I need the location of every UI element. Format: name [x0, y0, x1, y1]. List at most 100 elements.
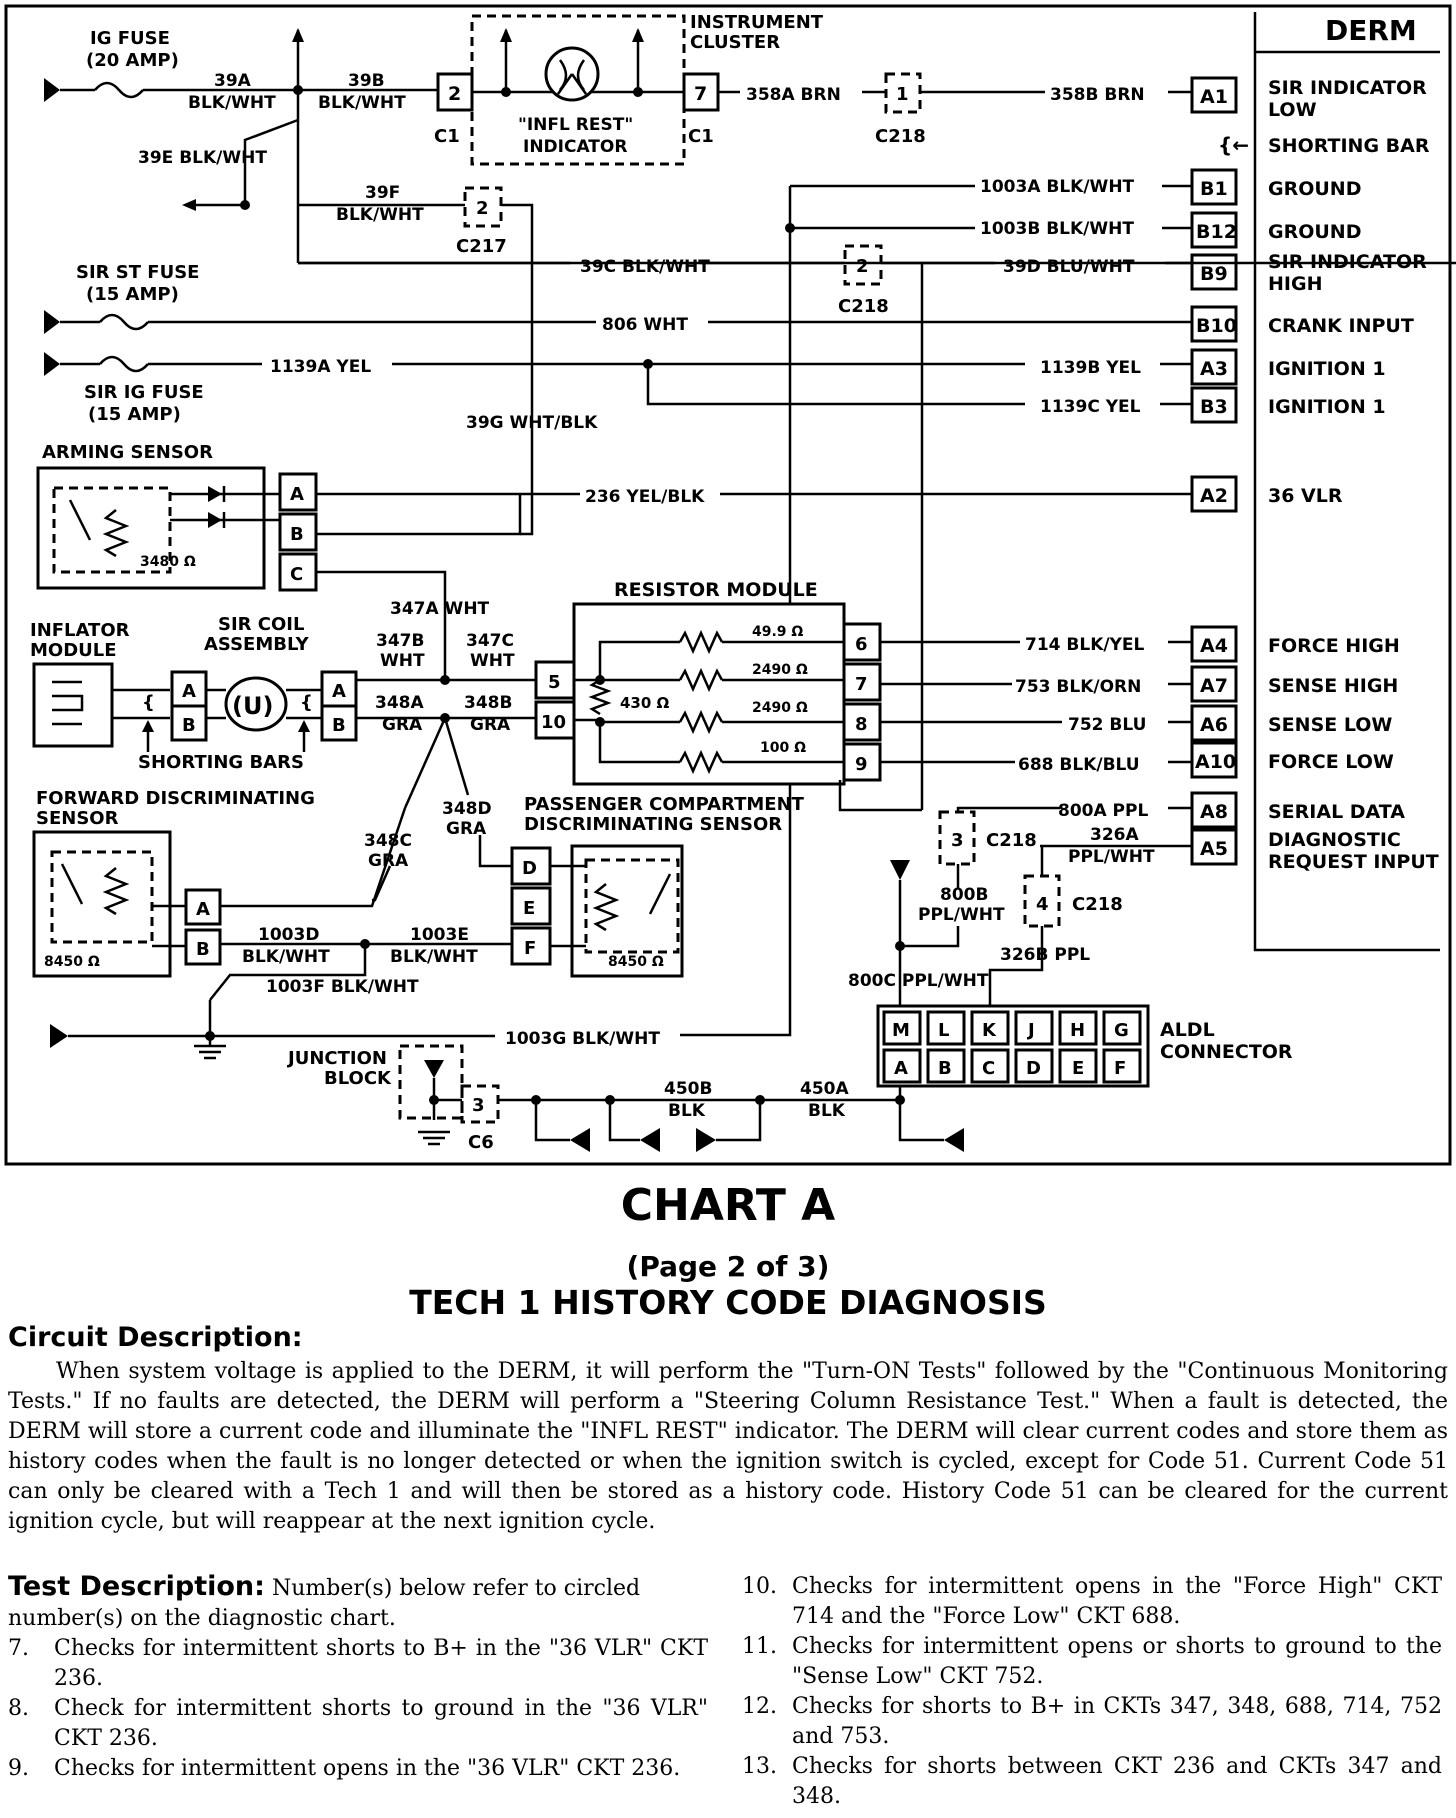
- svg-text:B: B: [290, 524, 304, 545]
- svg-text:8: 8: [855, 714, 868, 735]
- wire-39c: 39C BLK/WHT: [580, 257, 710, 277]
- test-item-13: 13.Checks for shorts between CKT 236 and…: [742, 1754, 1442, 1809]
- wire-800c: 800C PPL/WHT: [848, 971, 989, 991]
- svg-text:A4: A4: [1200, 635, 1228, 657]
- svg-text:(15 AMP): (15 AMP): [86, 284, 179, 305]
- svg-text:C218: C218: [1072, 894, 1123, 915]
- svg-text:B: B: [938, 1058, 952, 1079]
- svg-text:100 Ω: 100 Ω: [760, 740, 806, 756]
- wire-39e: 39E BLK/WHT: [138, 148, 267, 168]
- svg-text:(20 AMP): (20 AMP): [86, 50, 179, 71]
- svg-text:GRA: GRA: [368, 851, 409, 871]
- junction-block-label: JUNCTION: [286, 1048, 387, 1069]
- svg-text:2: 2: [856, 256, 869, 277]
- svg-text:D: D: [522, 858, 537, 879]
- svg-text:A7: A7: [1200, 675, 1228, 697]
- svg-text:49.9 Ω: 49.9 Ω: [752, 624, 803, 640]
- aldl-connector: M L K J H G A B C D E F ALDL CONNECTOR: [876, 1004, 1293, 1088]
- svg-text:G: G: [1114, 1020, 1129, 1041]
- wire-1139b: 1139B YEL: [1040, 358, 1141, 378]
- derm-fn-ign1-b: IGNITION 1: [1268, 396, 1386, 418]
- derm-pin-a4: A4: [1190, 625, 1238, 663]
- svg-text:A6: A6: [1200, 714, 1228, 736]
- svg-text:"INFL REST": "INFL REST": [518, 115, 633, 135]
- wire-1003d: 1003D: [258, 925, 319, 945]
- wire-688: 688 BLK/BLU: [1018, 755, 1140, 775]
- derm-fn-force-low: FORCE LOW: [1268, 751, 1394, 773]
- instrument-cluster: INSTRUMENT CLUSTER 2 C1 7 C1 "INFL REST"…: [434, 12, 824, 166]
- svg-text:D: D: [1026, 1058, 1041, 1079]
- svg-text:C218: C218: [875, 126, 926, 147]
- wire-39d: 39D BLU/WHT: [1003, 257, 1135, 277]
- wire-806: 806 WHT: [602, 315, 688, 335]
- svg-text:BLOCK: BLOCK: [324, 1068, 392, 1089]
- svg-text:7: 7: [694, 83, 707, 105]
- svg-text:{: {: [142, 692, 155, 713]
- wire-1003e: 1003E: [410, 925, 469, 945]
- svg-text:PPL/WHT: PPL/WHT: [1068, 847, 1155, 867]
- svg-text:INDICATOR: INDICATOR: [523, 137, 627, 157]
- derm-title: DERM: [1325, 14, 1417, 47]
- svg-text:A: A: [894, 1058, 908, 1079]
- wire-800a: 800A PPL: [1058, 801, 1148, 821]
- svg-text:{: {: [300, 692, 313, 713]
- derm-pin-b1: B1: [1190, 168, 1238, 206]
- svg-text:BLK/WHT: BLK/WHT: [188, 93, 276, 113]
- derm-outline: [1253, 12, 1440, 952]
- left-arrow-icon: [182, 199, 196, 211]
- svg-text:DISCRIMINATING SENSOR: DISCRIMINATING SENSOR: [524, 814, 782, 835]
- wire-1003a: 1003A BLK/WHT: [980, 177, 1135, 197]
- test-description-title: Test Description:: [8, 1571, 265, 1602]
- svg-text:SIR ST FUSE: SIR ST FUSE: [76, 262, 199, 283]
- svg-text:A: A: [290, 484, 304, 505]
- wire-1139a: 1139A YEL: [270, 357, 371, 377]
- svg-text:GRA: GRA: [470, 715, 511, 735]
- svg-text:BLK/WHT: BLK/WHT: [242, 947, 330, 967]
- svg-text:BLK/WHT: BLK/WHT: [318, 93, 406, 113]
- wire-1003f: 1003F BLK/WHT: [266, 977, 419, 997]
- svg-text:C218: C218: [838, 296, 889, 317]
- svg-text:ALDL: ALDL: [1160, 1019, 1215, 1041]
- svg-text:PASSENGER COMPARTMENT: PASSENGER COMPARTMENT: [524, 794, 805, 815]
- svg-text:A1: A1: [1200, 86, 1228, 108]
- svg-text:8450 Ω: 8450 Ω: [44, 954, 100, 970]
- svg-text:(15 AMP): (15 AMP): [88, 404, 181, 425]
- svg-text:B9: B9: [1200, 263, 1228, 285]
- junction-down-arrow-icon: [424, 1060, 444, 1078]
- wire-358b: 358B BRN: [1050, 85, 1145, 105]
- svg-text:6: 6: [855, 634, 868, 655]
- wire-39f: 39F: [365, 183, 400, 203]
- svg-text:M: M: [892, 1020, 910, 1041]
- test-description-intro: Test Description: Number(s) below refer …: [8, 1572, 708, 1634]
- sir-st-fuse: SIR ST FUSE (15 AMP): [44, 262, 1192, 334]
- sir-ig-fuse: SIR IG FUSE (15 AMP): [44, 352, 262, 425]
- derm-fn-serial-data: SERIAL DATA: [1268, 801, 1405, 823]
- inflator-module: { A B: [32, 662, 208, 748]
- forward-discriminating-sensor: FORWARD DISCRIMINATING SENSOR 8450 Ω A B: [32, 788, 315, 978]
- derm-pin-a5: A5: [1190, 828, 1238, 866]
- wire-358a: 358A BRN: [746, 85, 841, 105]
- svg-text:C: C: [290, 564, 303, 585]
- svg-text:GRA: GRA: [382, 715, 423, 735]
- svg-text:3: 3: [951, 830, 964, 851]
- derm-fn-36vlr: 36 VLR: [1268, 485, 1343, 507]
- derm-pin-b10: B10: [1190, 305, 1238, 343]
- svg-text:LOW: LOW: [1268, 99, 1317, 121]
- circuit-description-title: Circuit Description:: [8, 1322, 303, 1353]
- wire-1003b: 1003B BLK/WHT: [980, 219, 1134, 239]
- svg-text:HIGH: HIGH: [1268, 273, 1322, 295]
- svg-text:B1: B1: [1200, 178, 1228, 200]
- diagram-frame: [4, 4, 1452, 1166]
- svg-text:BLK: BLK: [808, 1101, 846, 1121]
- svg-text:J: J: [1026, 1020, 1035, 1041]
- svg-text:B: B: [332, 715, 346, 736]
- shorting-bar-arrow-icon: {←: [1218, 133, 1249, 157]
- sir-coil-assembly: (U) { A B: [206, 670, 358, 742]
- svg-text:A3: A3: [1200, 358, 1228, 380]
- resistor-module: RESISTOR MODULE 5 10 6 7 8 9 430 Ω 49.9 …: [534, 579, 882, 786]
- svg-text:IG FUSE: IG FUSE: [90, 28, 170, 49]
- svg-text:C1: C1: [434, 126, 460, 147]
- wire-1139c: 1139C YEL: [1040, 397, 1141, 417]
- derm-fn-ground-1: GROUND: [1268, 178, 1361, 200]
- test-description-right: 10.Checks for intermittent opens in the …: [742, 1572, 1442, 1812]
